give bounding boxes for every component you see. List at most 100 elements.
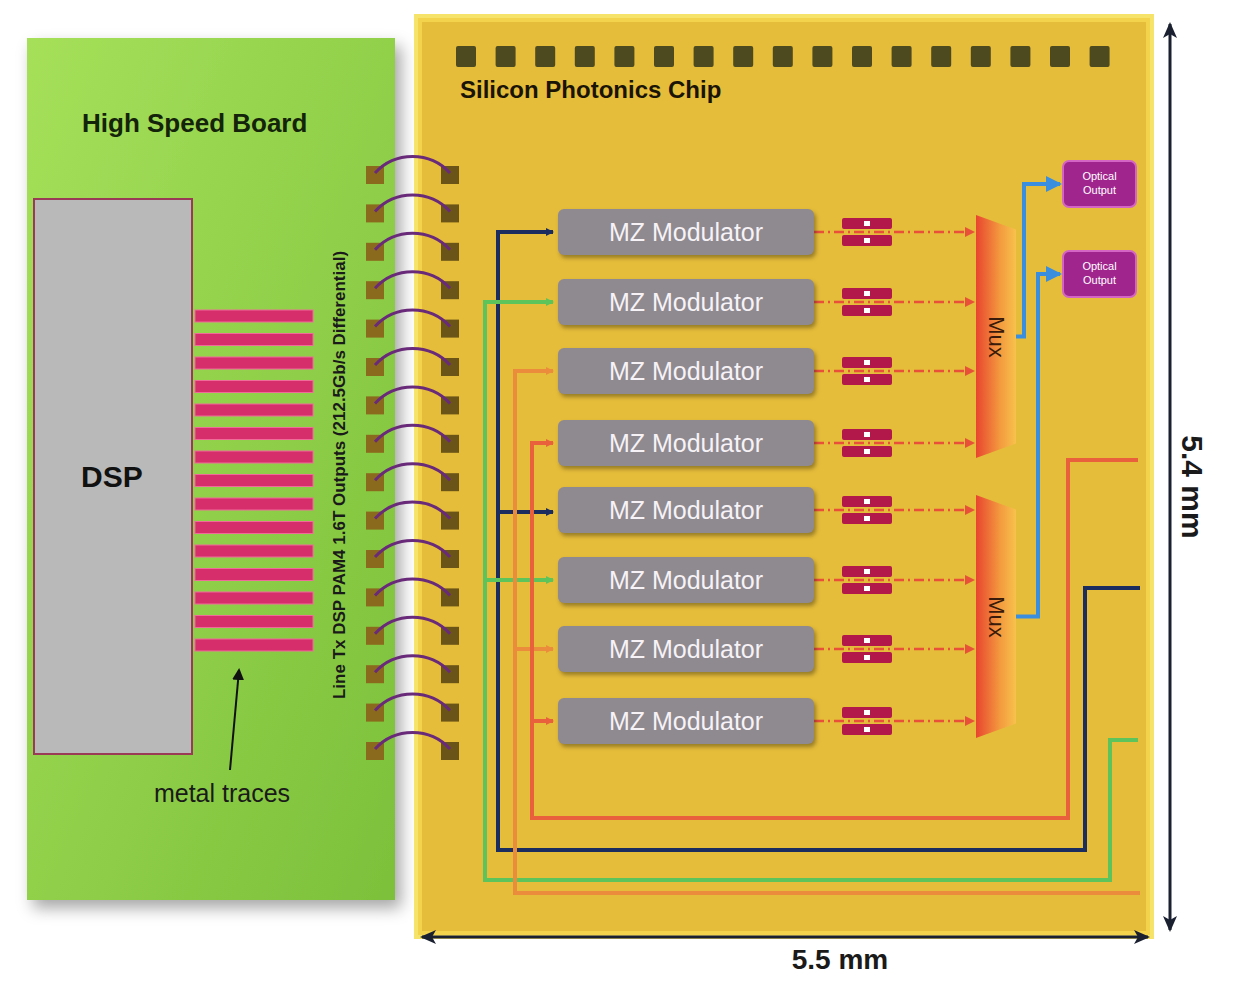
top-pad: [733, 46, 753, 67]
phase-shifter: [842, 288, 892, 299]
wire-bond: [375, 387, 450, 404]
phase-shifter: [842, 374, 892, 385]
phase-shifter: [842, 446, 892, 457]
laser-line: [485, 578, 553, 582]
mz-modulator: MZ Modulator: [558, 209, 814, 255]
node-label: MZ Modulator: [609, 566, 763, 595]
top-pad: [456, 46, 476, 67]
laser-feed-lines: [485, 232, 1140, 893]
phase-shifter: [842, 707, 892, 718]
top-pad: [1090, 46, 1110, 67]
node-label: Mux: [983, 596, 1009, 638]
phase-shifter: [842, 635, 892, 646]
mux-block: Mux: [976, 495, 1016, 738]
phase-shifter: [842, 583, 892, 594]
heading: High Speed Board: [82, 108, 307, 139]
phase-shifter-mark: [864, 377, 870, 382]
laser-line: [515, 371, 1140, 893]
dimension: 5.5 mm: [788, 944, 893, 976]
top-pad: [654, 46, 674, 67]
node-label: MZ Modulator: [609, 218, 763, 247]
mz-modulator: MZ Modulator: [558, 487, 814, 533]
phase-shifter: [842, 357, 892, 368]
wire-bond: [375, 464, 450, 481]
top-pad: [852, 46, 872, 67]
phase-shifter-mark: [864, 638, 870, 643]
leader-line: [230, 670, 239, 770]
wire-bond: [375, 425, 450, 442]
phase-shifter-mark: [864, 727, 870, 732]
top-pad: [931, 46, 951, 67]
metal-trace: [195, 428, 313, 440]
wire-bonds: [366, 157, 459, 761]
phase-shifter-mark: [864, 221, 870, 226]
chip-glow: [414, 14, 1154, 939]
node-label: MZ Modulator: [609, 429, 763, 458]
wire-bond: [375, 617, 450, 634]
node-label: Optical Output: [1070, 260, 1129, 288]
optical-output: Optical Output: [1062, 250, 1137, 298]
phase-shifter: [842, 496, 892, 507]
metal-trace: [195, 310, 313, 322]
node-label: MZ Modulator: [609, 707, 763, 736]
phase-shifter-mark: [864, 569, 870, 574]
laser-line: [498, 232, 1140, 850]
wire-bond: [375, 349, 450, 366]
wire-bond: [375, 502, 450, 518]
metal-trace: [195, 357, 313, 369]
top-pad: [575, 46, 595, 67]
node-label: MZ Modulator: [609, 288, 763, 317]
dimension-arrow: [422, 936, 1148, 939]
metal-trace: [195, 334, 313, 346]
phase-shifter: [842, 652, 892, 663]
laser-line: [532, 719, 553, 723]
mz-modulator: MZ Modulator: [558, 698, 814, 744]
photonics-chip: Silicon Photonics Chip MZ Modulator MZ Mod…: [418, 18, 1150, 935]
phase-shifter: [842, 429, 892, 440]
laser-line: [498, 510, 553, 514]
top-pad: [892, 46, 912, 67]
laser-line: [532, 443, 1138, 818]
phase-shifter: [842, 724, 892, 735]
top-pad: [496, 46, 516, 67]
phase-shifter-mark: [864, 432, 870, 437]
dimension: 5.4 mm: [1175, 435, 1209, 538]
phase-shifter: [842, 513, 892, 524]
top-pad: [535, 46, 555, 67]
optical-path-arrow: [814, 509, 974, 512]
wire-bond: [375, 579, 450, 596]
wire-bond: [375, 541, 450, 558]
metal-trace: [195, 569, 313, 581]
heading: Silicon Photonics Chip: [460, 76, 721, 104]
optical-output-arrow: [1016, 274, 1060, 617]
node-label: MZ Modulator: [609, 496, 763, 525]
phase-shifter: [842, 566, 892, 577]
phase-shifter: [842, 235, 892, 246]
phase-shifter-mark: [864, 499, 870, 504]
optical-path-arrow: [814, 442, 974, 445]
node-label: MZ Modulator: [609, 357, 763, 386]
dsp-chip: DSP: [33, 198, 193, 755]
mz-modulator: MZ Modulator: [558, 348, 814, 394]
top-pad: [812, 46, 832, 67]
phase-shifter-mark: [864, 291, 870, 296]
node-label: MZ Modulator: [609, 635, 763, 664]
chip-fill: [420, 20, 1148, 933]
phase-shifter-mark: [864, 710, 870, 715]
phase-shifter: [842, 218, 892, 229]
metal-trace: [195, 592, 313, 604]
metal-trace: [195, 404, 313, 416]
metal-trace: [195, 545, 313, 557]
top-pad: [694, 46, 714, 67]
mz-modulator: MZ Modulator: [558, 557, 814, 603]
wire-bond: [375, 733, 450, 750]
optical-path-arrow: [814, 648, 974, 651]
metal-trace: [195, 381, 313, 393]
top-pad: [1050, 46, 1070, 67]
optical-path-arrow: [814, 579, 974, 582]
optical-path-arrow: [814, 231, 974, 234]
bond-pads: [456, 46, 1110, 67]
top-pad: [773, 46, 793, 67]
metal-trace: [195, 451, 313, 463]
phase-shifter-mark: [864, 586, 870, 591]
